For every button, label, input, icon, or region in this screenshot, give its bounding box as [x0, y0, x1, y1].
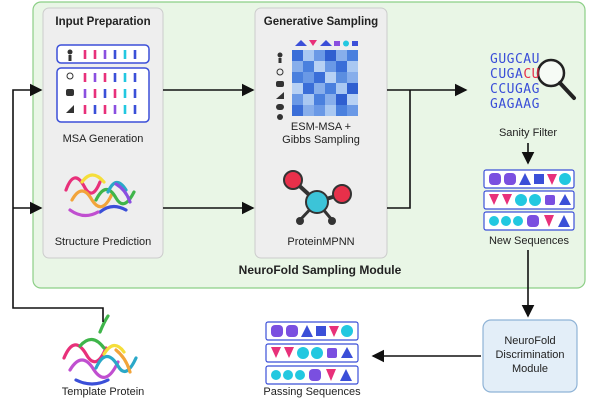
protein-mpnn-molecule-icon — [283, 170, 352, 225]
template-protein-image — [62, 314, 138, 386]
discrimination-module-box — [482, 319, 578, 393]
animal-icons-column — [276, 52, 284, 120]
discrimination-line1: NeuroFold — [504, 335, 556, 347]
sanity-seq-line: CUGACU — [490, 67, 540, 82]
input-preparation-title: Input Preparation — [55, 16, 151, 28]
sanity-seq-line: GAGAAG — [490, 97, 540, 112]
protein-mpnn-label: ProteinMPNN — [287, 236, 355, 248]
esm-msa-label-line2: Gibbs Sampling — [282, 134, 360, 146]
esm-msa-label-line1: ESM-MSA + — [290, 121, 352, 133]
magnifier-icon — [536, 58, 576, 100]
structure-prediction-label: Structure Prediction — [54, 236, 152, 248]
sanity-seq-line: GUGCAU — [490, 52, 540, 67]
template-protein-label: Template Protein — [61, 386, 145, 398]
msa-arrow-columns — [66, 49, 137, 114]
new-sequences-label: New Sequences — [488, 235, 570, 247]
generative-sampling-title: Generative Sampling — [263, 16, 379, 28]
passing-sequences-label: Passing Sequences — [263, 386, 361, 398]
msa-generation-label: MSA Generation — [62, 133, 144, 145]
discrimination-line3: Module — [511, 363, 549, 375]
new-sequences-stack — [483, 169, 575, 231]
structure-protein-image — [64, 173, 136, 218]
sanity-seq-line: CCUGAG — [490, 82, 540, 97]
sanity-highlight: CU — [523, 67, 540, 82]
passing-sequences-stack — [265, 321, 359, 385]
sanity-sequence-text: GUGCAU CUGACU CCUGAG GAGAAG — [490, 52, 540, 112]
sanity-filter-label: Sanity Filter — [498, 127, 558, 139]
connector-arrows — [12, 83, 535, 363]
token-shapes-row — [295, 40, 358, 47]
discrimination-line2: Discrimination — [495, 349, 565, 361]
sampling-module-title: NeuroFold Sampling Module — [238, 263, 402, 277]
esm-msa-heatmap — [292, 50, 358, 116]
